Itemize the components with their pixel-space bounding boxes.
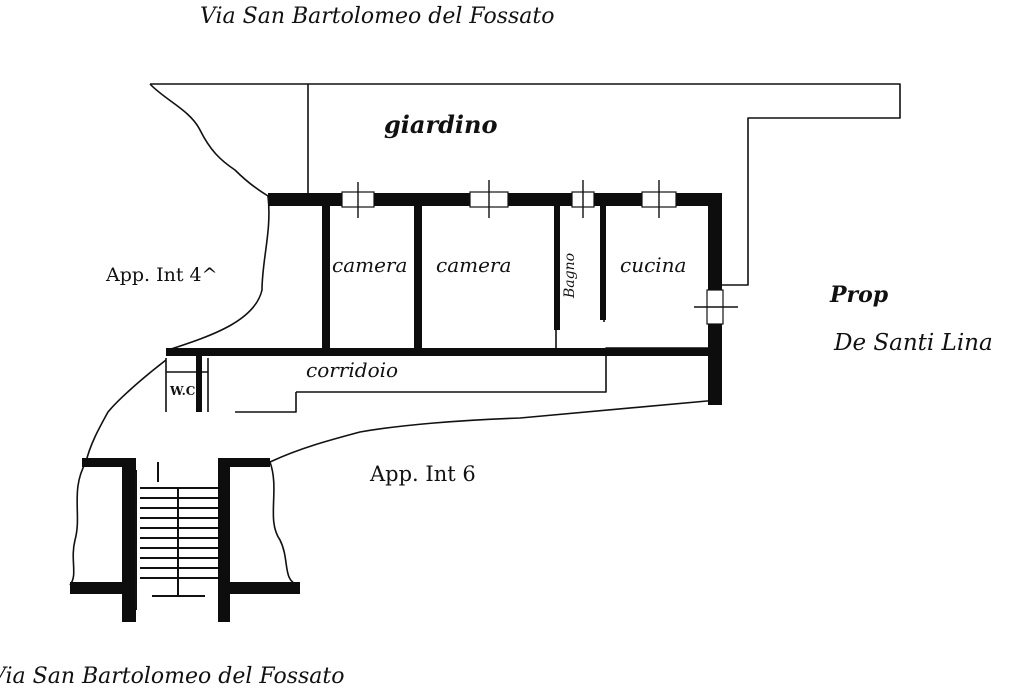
owner-label-line-1: Prop	[830, 282, 889, 308]
room-label-1: camera	[332, 253, 408, 277]
owner-label-line-2: De Santi Lina	[834, 330, 993, 356]
kitchen-label: cucina	[620, 253, 687, 277]
wall-stair-top-l	[82, 458, 136, 467]
stair-side-left	[69, 461, 87, 586]
lower-boundary-left	[85, 359, 167, 463]
street-label-top: Via San Bartolomeo del Fossato	[200, 4, 555, 29]
street-label-bottom: Via San Bartolomeo del Fossato	[0, 664, 345, 689]
wall-stair-left	[122, 462, 136, 622]
wall-base-right	[218, 582, 300, 594]
garden-label: giardino	[384, 110, 498, 139]
wc-label: W.C.	[170, 384, 200, 398]
lower-boundary-right	[269, 399, 719, 463]
apartment-left-label: App. Int 4^	[106, 264, 218, 286]
wall-bath-e	[600, 205, 606, 320]
wall-stair-right	[218, 462, 230, 622]
room-label-2: camera	[436, 253, 512, 277]
wall-stair-top-r	[218, 458, 270, 467]
hallway-label: corridoio	[306, 358, 399, 382]
garden-boundary	[150, 83, 901, 286]
stair-side-right	[269, 461, 299, 586]
apartment-below-label: App. Int 6	[370, 462, 476, 486]
wall-room-1	[322, 205, 330, 352]
wall-base-left	[70, 582, 136, 594]
left-boundary	[149, 83, 269, 197]
left-boundary-lower	[167, 195, 270, 351]
wall-bath-w	[554, 205, 560, 330]
wall-corridor-top	[166, 348, 720, 356]
wall-wc	[196, 352, 202, 412]
bath-label: Bagno	[562, 252, 578, 298]
wall-room-2	[414, 205, 422, 352]
